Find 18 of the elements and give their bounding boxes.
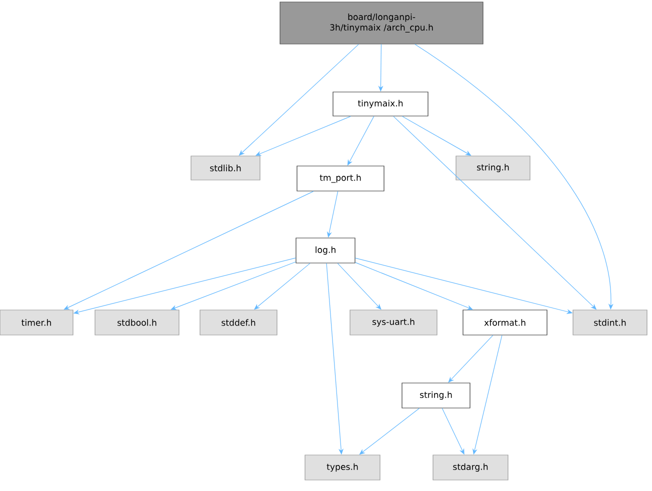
root-file-box: board/longanpi-3h/tinymaix /arch_cpu.h xyxy=(280,2,484,44)
header-box: stdint.h xyxy=(572,310,648,336)
header-box: stdlib.h xyxy=(190,156,260,180)
arrow xyxy=(64,191,314,310)
header-box: stdarg.h xyxy=(432,454,508,480)
arrow xyxy=(170,262,296,310)
header-box: stddef.h xyxy=(200,310,278,336)
header-box: timer.h xyxy=(0,310,74,336)
file-box: tinymaix.h xyxy=(332,92,428,116)
header-box: sys-uart.h xyxy=(350,310,438,336)
file-box: tm_port.h xyxy=(296,166,384,192)
arrow xyxy=(359,408,420,455)
header-box: string.h xyxy=(456,156,530,180)
header-box: types.h xyxy=(304,454,380,480)
file-box: log.h xyxy=(296,238,356,264)
header-box: stdbool.h xyxy=(94,310,180,336)
file-box: xformat.h xyxy=(462,310,548,336)
file-box: string.h xyxy=(402,382,470,408)
